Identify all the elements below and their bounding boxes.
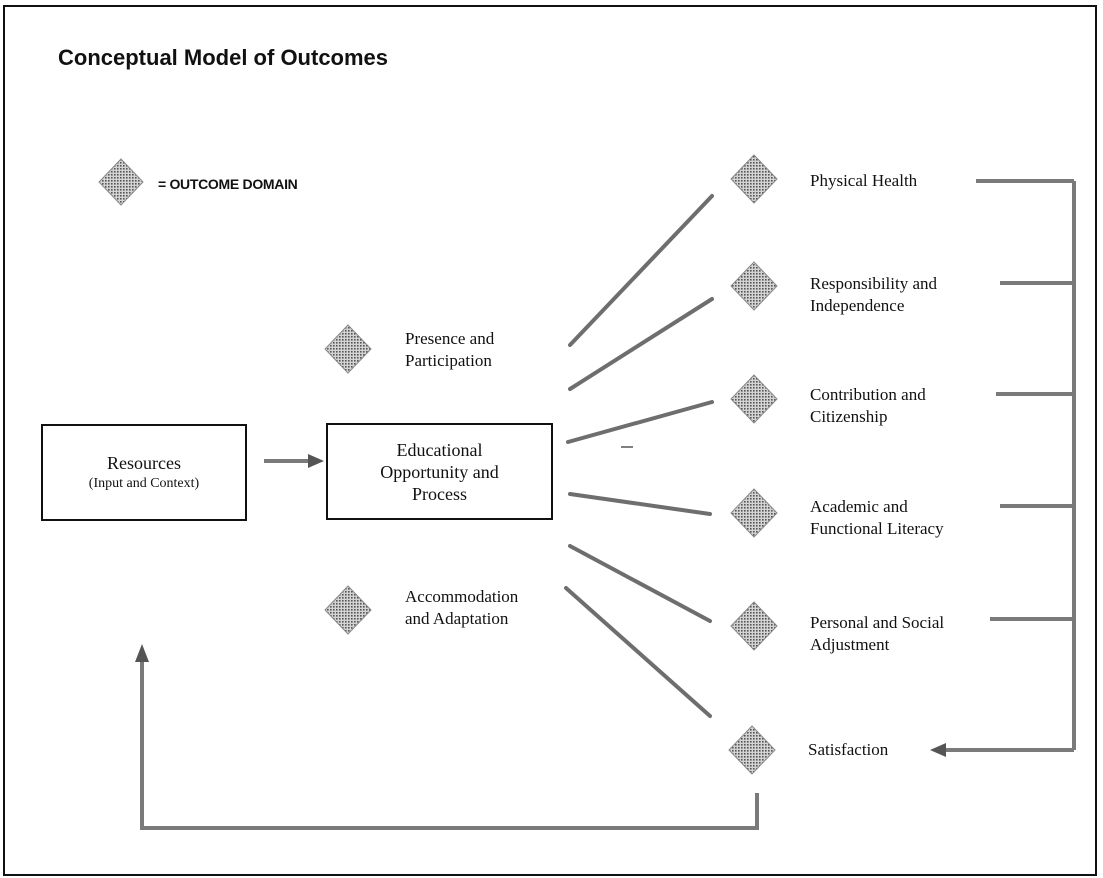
label-presence-participation: Presence and Participation (405, 329, 495, 370)
legend-label: = OUTCOME DOMAIN (158, 176, 298, 192)
diamond-presence-participation-icon (324, 324, 372, 374)
arrowhead-to-process-icon (308, 454, 324, 468)
diamond-academic-literacy-icon (730, 488, 778, 538)
process-line-1: Educational (396, 439, 483, 460)
label-accommodation-adaptation: Accommodation and Adaptation (405, 587, 519, 628)
resources-title: Resources (107, 452, 181, 473)
connector-contribution (566, 400, 714, 444)
connector-satisfaction (564, 586, 712, 718)
label-physical-health: Physical Health (810, 171, 918, 190)
feedback-loop-line (140, 670, 759, 830)
process-line-3: Process (412, 483, 467, 504)
process-line-2: Opportunity and (380, 461, 499, 482)
diamond-physical-health-icon (730, 154, 778, 204)
label-contribution-citizenship: Contribution and Citizenship (810, 385, 926, 426)
diamond-accommodation-adaptation-icon (324, 585, 372, 635)
diamond-personal-social-icon (730, 601, 778, 651)
arrowhead-to-satisfaction-icon (930, 743, 946, 757)
diagram-title: Conceptual Model of Outcomes (58, 45, 389, 70)
connector-personal-social (568, 544, 712, 623)
connector-physical-health (568, 194, 714, 347)
label-academic-literacy: Academic and Functional Literacy (810, 497, 944, 538)
diamond-contribution-citizenship-icon (730, 374, 778, 424)
connector-academic (568, 492, 712, 516)
diamond-satisfaction-icon (728, 725, 776, 775)
legend-diamond-icon (98, 158, 144, 206)
label-responsibility-independence: Responsibility and Independence (810, 274, 938, 315)
diamond-responsibility-independence-icon (730, 261, 778, 311)
process-box: Educational Opportunity and Process (326, 423, 553, 520)
label-personal-social: Personal and Social Adjustment (810, 613, 945, 654)
resources-subtitle: (Input and Context) (88, 475, 200, 491)
resources-box: Resources (Input and Context) (41, 424, 247, 521)
label-satisfaction: Satisfaction (808, 740, 889, 759)
connector-responsibility (568, 297, 714, 391)
arrowhead-to-resources-icon (135, 644, 149, 662)
